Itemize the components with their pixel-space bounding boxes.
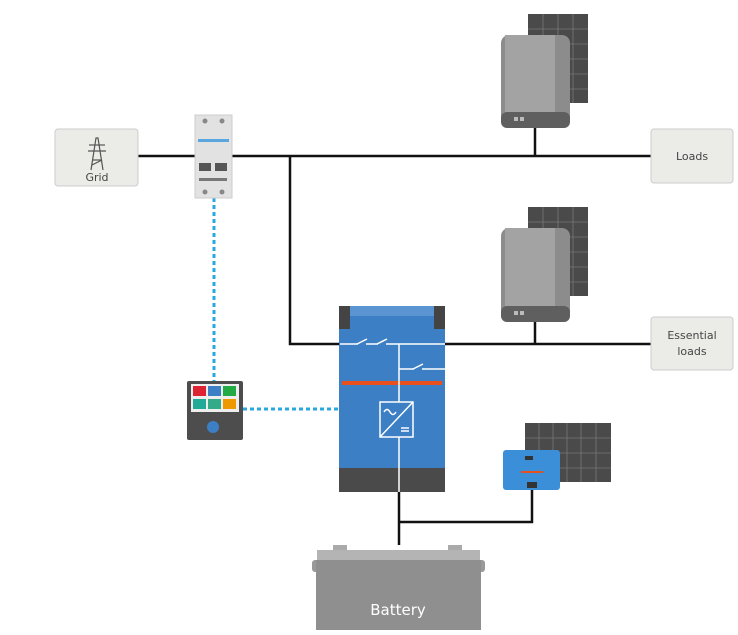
energy-meter-icon	[194, 114, 233, 199]
grid-label: Grid	[85, 171, 108, 184]
pv-inverter-essential	[501, 207, 588, 322]
mppt-charger-icon	[503, 450, 560, 490]
essential-loads-label-2: loads	[677, 345, 707, 358]
mppt-solar-panel	[503, 423, 611, 490]
loads-label: Loads	[676, 150, 708, 163]
essential-loads-box: Essential loads	[650, 316, 734, 371]
loads-box: Loads	[650, 128, 734, 184]
grid-box: Grid	[54, 128, 139, 187]
essential-loads-label-1: Essential	[667, 329, 716, 342]
data-link	[212, 198, 339, 411]
transmission-tower-icon	[88, 137, 106, 171]
gx-display-icon	[187, 381, 243, 440]
pv-inverter-icon	[501, 35, 570, 128]
battery-icon: Battery	[312, 545, 485, 630]
battery-label: Battery	[370, 601, 426, 619]
pv-inverter-top	[501, 14, 588, 128]
inverter-charger-icon	[339, 306, 445, 492]
pv-inverter-icon	[501, 228, 570, 322]
